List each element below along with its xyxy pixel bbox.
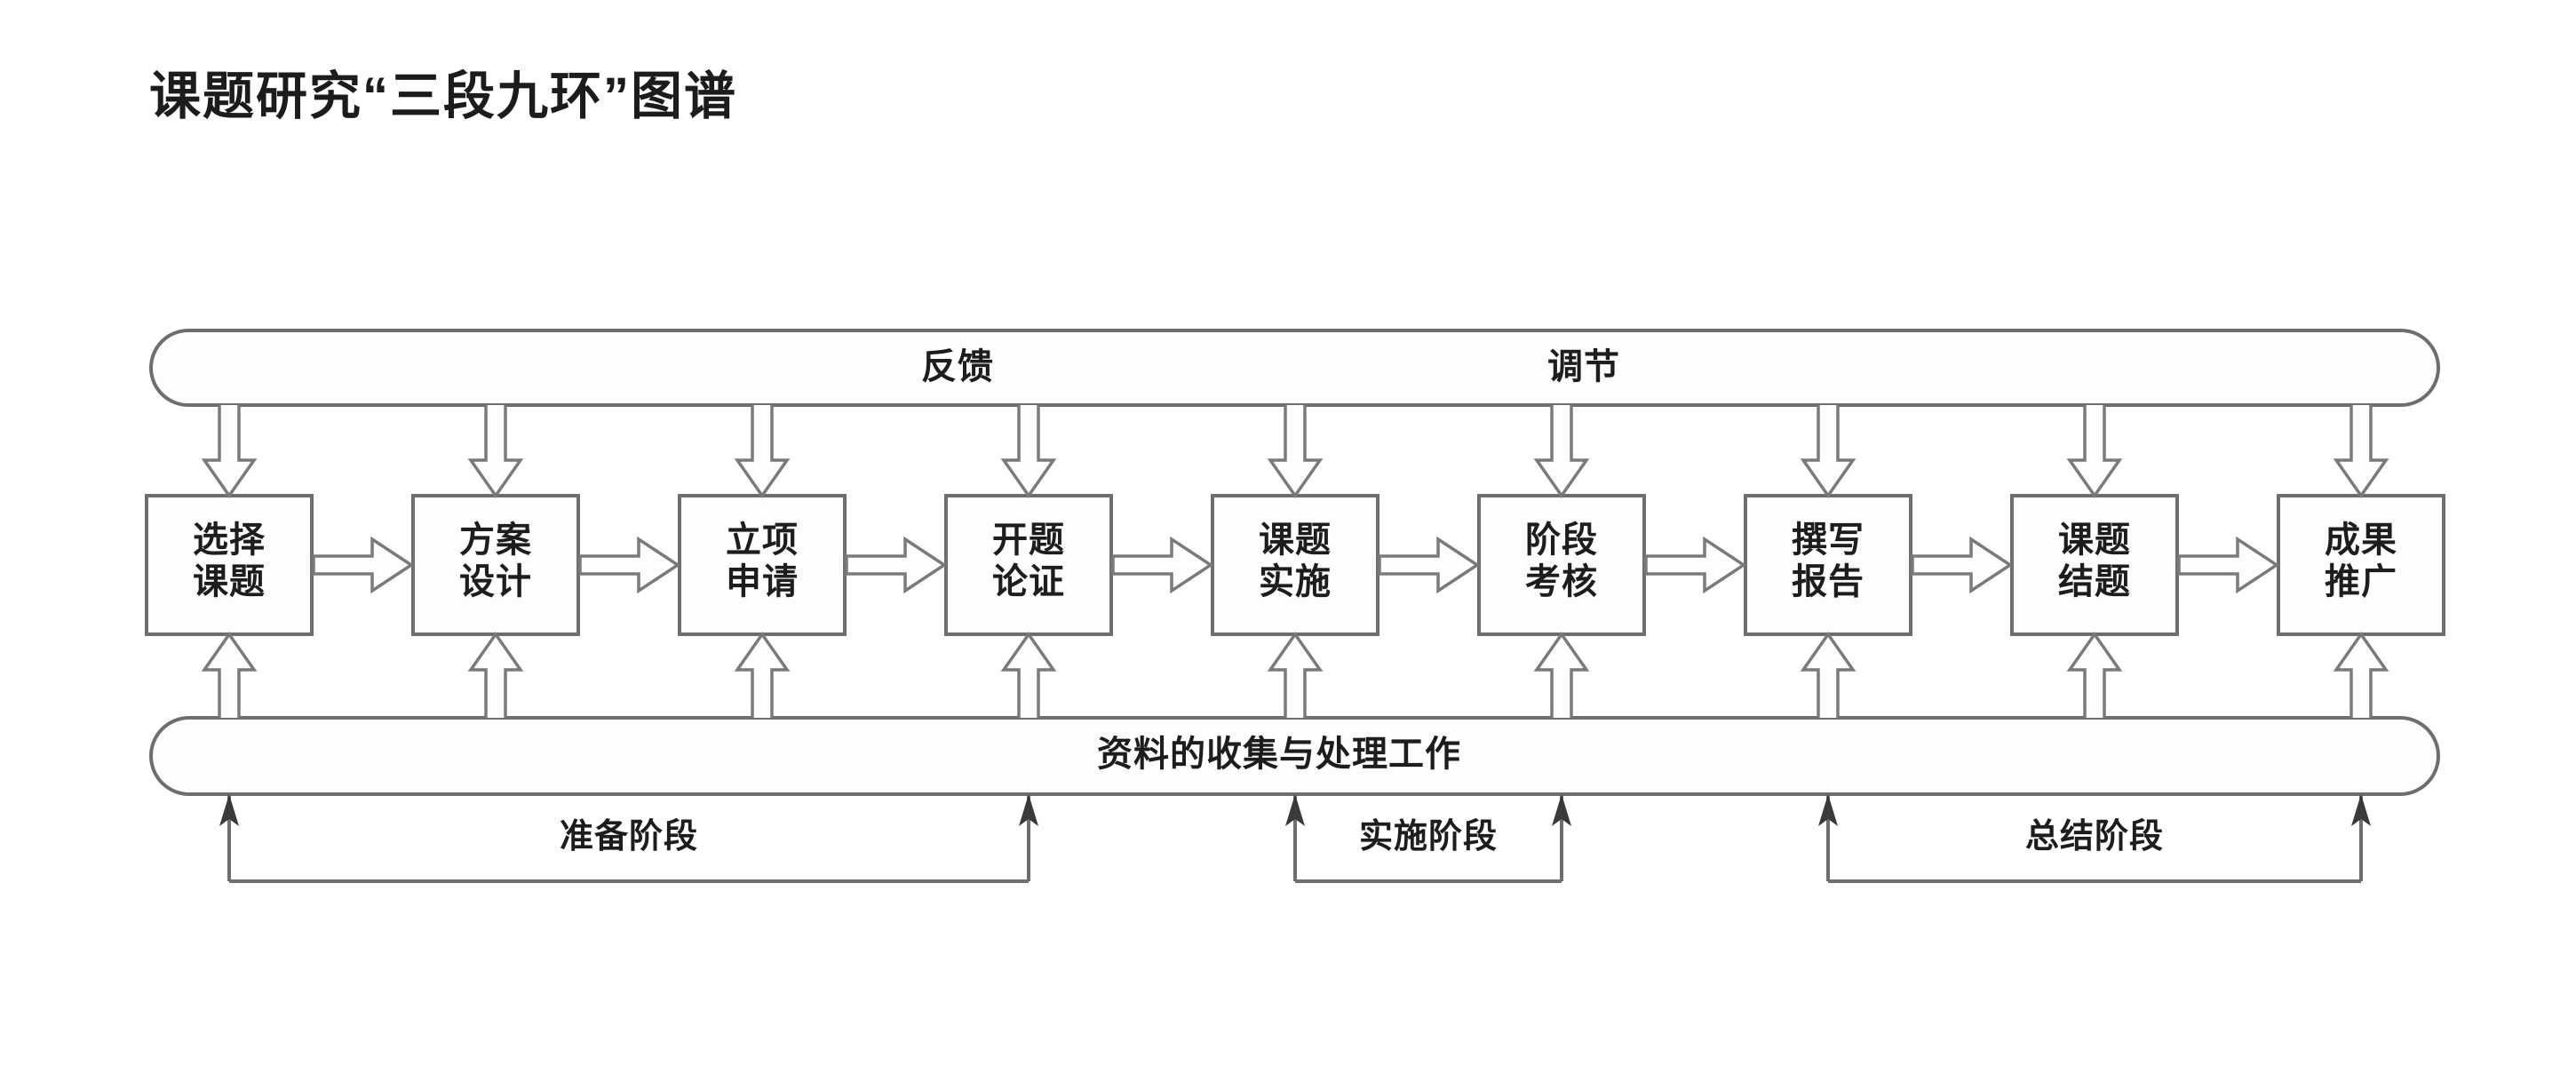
stage-arrowhead-implementation-left — [1285, 794, 1305, 826]
stage-arrowhead-summary-right — [2351, 794, 2371, 826]
top-bar-label-feedback: 反馈 — [921, 347, 994, 386]
arrow-down-to-stage-review — [1533, 405, 1590, 499]
arrow-down-to-project-apply — [734, 405, 791, 499]
arrow-up-to-promote — [2333, 631, 2389, 718]
arrow-down-to-write-report — [1800, 405, 1856, 499]
arrow-up-to-proposal-review — [1000, 631, 1057, 718]
arrow-up-to-write-report — [1800, 631, 1856, 718]
node-label-proposal-review: 开题论证 — [946, 520, 1111, 603]
arrow-proposal-review-to-implement — [1111, 536, 1214, 594]
arrow-plan-design-to-project-apply — [578, 536, 681, 594]
node-line1: 阶段 — [1525, 521, 1598, 560]
stage-arrowhead-preparation-left — [219, 794, 239, 826]
node-line2: 考核 — [1525, 562, 1598, 602]
bottom-bar-label: 资料的收集与处理工作 — [1097, 735, 1461, 774]
node-line2: 实施 — [1259, 562, 1332, 602]
stage-label-preparation: 准备阶段 — [559, 818, 699, 855]
arrow-conclude-to-promote — [2177, 536, 2280, 594]
node-line2: 结题 — [2058, 562, 2131, 602]
node-line1: 成果 — [2325, 521, 2397, 560]
stage-arrowhead-implementation-right — [1552, 794, 1571, 826]
node-line1: 方案 — [459, 521, 532, 560]
node-label-stage-review: 阶段考核 — [1479, 520, 1644, 603]
node-box-conclude[interactable] — [2010, 494, 2179, 636]
node-line2: 推广 — [2325, 562, 2397, 602]
node-line2: 设计 — [459, 562, 532, 602]
node-line2: 报告 — [1792, 562, 1864, 602]
arrow-down-to-select-topic — [201, 405, 258, 499]
node-line2: 课题 — [193, 562, 266, 602]
arrow-up-to-conclude — [2066, 631, 2123, 718]
node-label-write-report: 撰写报告 — [1745, 520, 1911, 603]
feedback-regulation-bar — [149, 329, 2440, 407]
node-line1: 选择 — [193, 521, 266, 560]
node-label-plan-design: 方案设计 — [413, 520, 578, 603]
arrow-down-to-implement — [1267, 405, 1324, 499]
page-title: 课题研究“三段九环”图谱 — [149, 68, 738, 125]
node-label-select-topic: 选择课题 — [147, 520, 312, 603]
node-line1: 立项 — [726, 521, 799, 560]
node-label-promote: 成果推广 — [2278, 520, 2444, 603]
node-label-implement: 课题实施 — [1212, 520, 1378, 603]
arrow-down-to-promote — [2333, 405, 2389, 499]
arrow-up-to-stage-review — [1533, 631, 1590, 718]
node-line1: 课题 — [2058, 521, 2131, 560]
arrow-down-to-plan-design — [467, 405, 524, 499]
node-line1: 撰写 — [1792, 521, 1864, 560]
stage-arrowhead-summary-left — [1818, 794, 1838, 826]
stage-arrowhead-preparation-right — [1019, 794, 1038, 826]
node-line1: 开题 — [992, 521, 1065, 560]
top-bar-label-regulation: 调节 — [1547, 347, 1620, 386]
node-label-project-apply: 立项申请 — [680, 520, 845, 603]
arrow-up-to-implement — [1267, 631, 1324, 718]
arrow-up-to-select-topic — [201, 631, 258, 718]
arrow-write-report-to-conclude — [1911, 536, 2014, 594]
arrow-up-to-project-apply — [734, 631, 791, 718]
arrow-stage-review-to-write-report — [1644, 536, 1747, 594]
arrow-project-apply-to-proposal-review — [845, 536, 948, 594]
node-line2: 论证 — [992, 562, 1065, 602]
arrow-down-to-proposal-review — [1000, 405, 1057, 499]
arrow-down-to-conclude — [2066, 405, 2123, 499]
node-label-conclude: 课题结题 — [2012, 520, 2177, 603]
stage-label-implementation: 实施阶段 — [1358, 818, 1499, 855]
stage-label-summary: 总结阶段 — [2024, 818, 2165, 855]
node-line1: 课题 — [1259, 521, 1332, 560]
arrow-up-to-plan-design — [467, 631, 524, 718]
arrow-select-topic-to-plan-design — [312, 536, 415, 594]
node-line2: 申请 — [726, 562, 799, 602]
arrow-implement-to-stage-review — [1378, 536, 1481, 594]
